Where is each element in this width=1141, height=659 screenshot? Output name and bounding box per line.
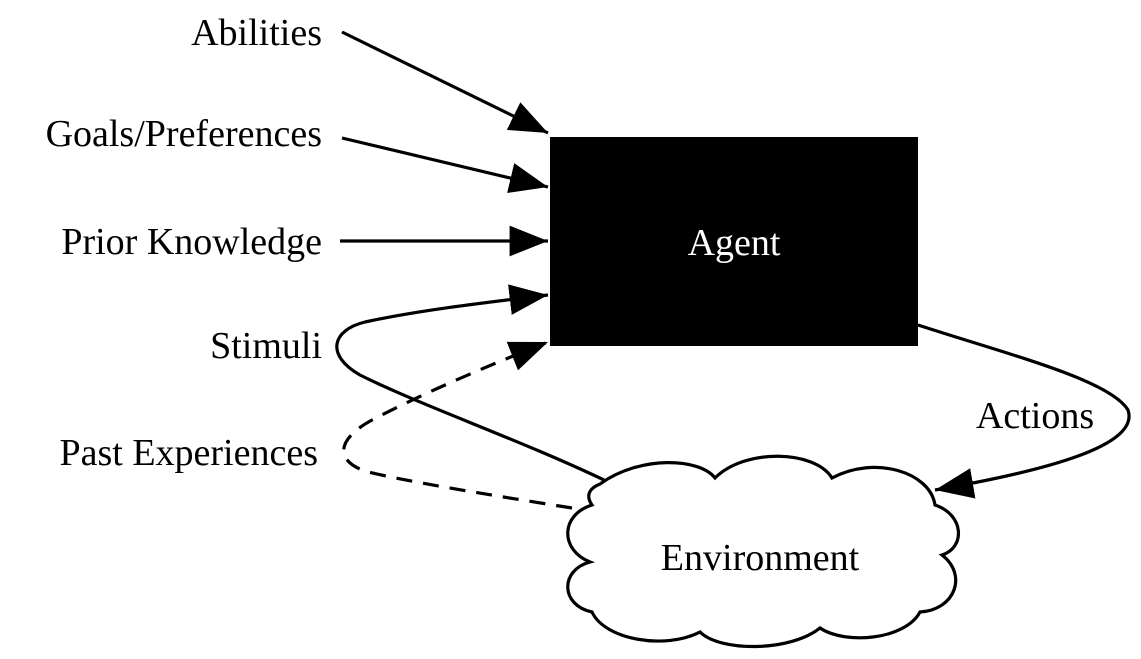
arrow-abilities	[341, 30, 549, 135]
arrow-actions	[917, 323, 1131, 499]
label-abilities: Abilities	[191, 12, 322, 54]
environment-label: Environment	[661, 537, 860, 579]
environment-cloud	[566, 454, 960, 649]
arrow-past-experiences	[342, 340, 573, 510]
label-past-experiences: Past Experiences	[59, 432, 318, 474]
label-goals-preferences: Goals/Preferences	[46, 113, 322, 155]
label-prior-knowledge: Prior Knowledge	[61, 221, 322, 263]
label-actions: Actions	[976, 395, 1094, 437]
arrow-goals-preferences	[341, 136, 549, 194]
label-stimuli: Stimuli	[210, 325, 322, 367]
agent-label: Agent	[688, 222, 781, 264]
arrow-stimuli	[335, 284, 605, 482]
agent-box	[550, 137, 918, 346]
